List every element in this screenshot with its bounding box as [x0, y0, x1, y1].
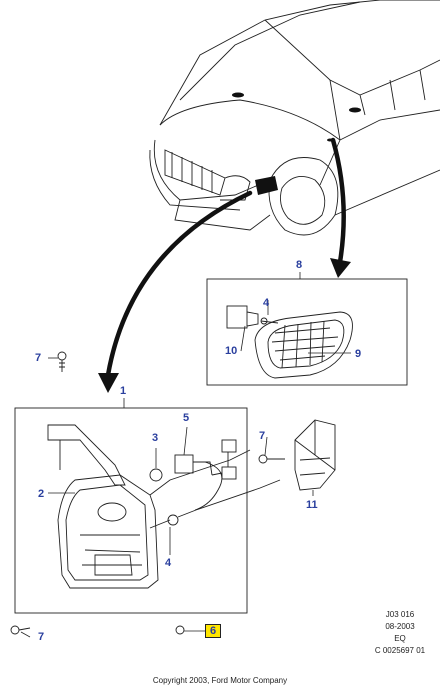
callout-4-inset: 4: [263, 297, 270, 309]
bulb-socket-wiring: [149, 439, 281, 529]
callout-7-mid: 7: [259, 430, 266, 442]
leader-lines: [20, 272, 351, 638]
callout-1: 1: [120, 385, 127, 397]
tail-lamp-assembly: [47, 424, 251, 589]
callout-3: 3: [152, 432, 159, 444]
callout-7-bottom: 7: [38, 631, 45, 643]
pointer-arrows: [105, 137, 346, 378]
reference-eq: EQ: [394, 634, 406, 643]
callout-11: 11: [306, 499, 318, 511]
screws: [10, 351, 285, 635]
main-assembly-box: [14, 407, 248, 614]
callout-2: 2: [38, 488, 45, 500]
callout-6-highlighted: 6: [205, 624, 222, 638]
reference-date: 08-2003: [385, 622, 415, 631]
vehicle-marks: [232, 92, 361, 195]
callout-4-left: 4: [165, 557, 172, 569]
bracket: [294, 419, 336, 491]
callout-9: 9: [355, 348, 362, 360]
copyright-notice: Copyright 2003, Ford Motor Company: [152, 676, 288, 685]
callout-10: 10: [225, 345, 238, 357]
inset-box-side-marker: [206, 278, 408, 386]
reference-code: J03 016: [385, 610, 415, 619]
side-marker-parts: [226, 305, 353, 379]
callout-5: 5: [183, 412, 190, 424]
reference-number: C 0025697 01: [374, 646, 426, 655]
callout-8: 8: [296, 259, 303, 271]
arrow-head-left: [98, 373, 119, 393]
vehicle-illustration: [149, 0, 440, 236]
callout-7-top: 7: [35, 352, 42, 364]
arrow-head-right: [330, 258, 351, 278]
